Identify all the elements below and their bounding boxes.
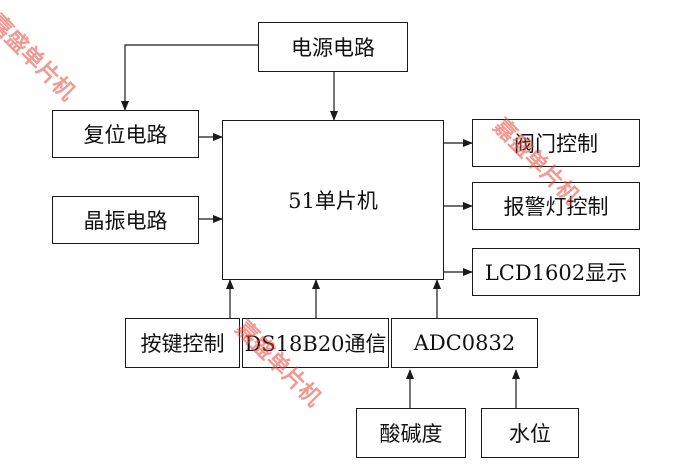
block-adc-label: ADC0832 [413, 331, 516, 355]
block-crystal-label: 晶振电路 [83, 209, 168, 233]
block-mcu: 51单片机 [222, 120, 444, 280]
block-crystal: 晶振电路 [52, 196, 199, 244]
block-reset: 复位电路 [52, 110, 199, 158]
block-ph: 酸碱度 [356, 408, 466, 458]
arrow-power-to-reset [121, 44, 258, 111]
block-reset-label: 复位电路 [83, 123, 168, 147]
block-keys-label: 按键控制 [140, 332, 225, 356]
block-adc: ADC0832 [391, 318, 538, 368]
block-keys: 按键控制 [125, 318, 240, 368]
block-valve-label: 阀门控制 [514, 132, 598, 156]
block-ph-label: 酸碱度 [379, 422, 443, 446]
block-power: 电源电路 [258, 22, 408, 72]
block-alarm-label: 报警灯控制 [503, 195, 609, 219]
block-alarm: 报警灯控制 [472, 182, 640, 230]
block-water-label: 水位 [509, 422, 551, 446]
block-mcu-label: 51单片机 [288, 189, 378, 213]
block-lcd: LCD1602显示 [472, 248, 640, 296]
block-valve: 阀门控制 [472, 119, 640, 167]
block-power-label: 电源电路 [291, 36, 375, 60]
block-water: 水位 [481, 408, 579, 458]
block-lcd-label: LCD1602显示 [484, 261, 628, 285]
block-ds18b20: DS18B20通信 [242, 318, 389, 368]
block-ds18b20-label: DS18B20通信 [244, 332, 387, 356]
